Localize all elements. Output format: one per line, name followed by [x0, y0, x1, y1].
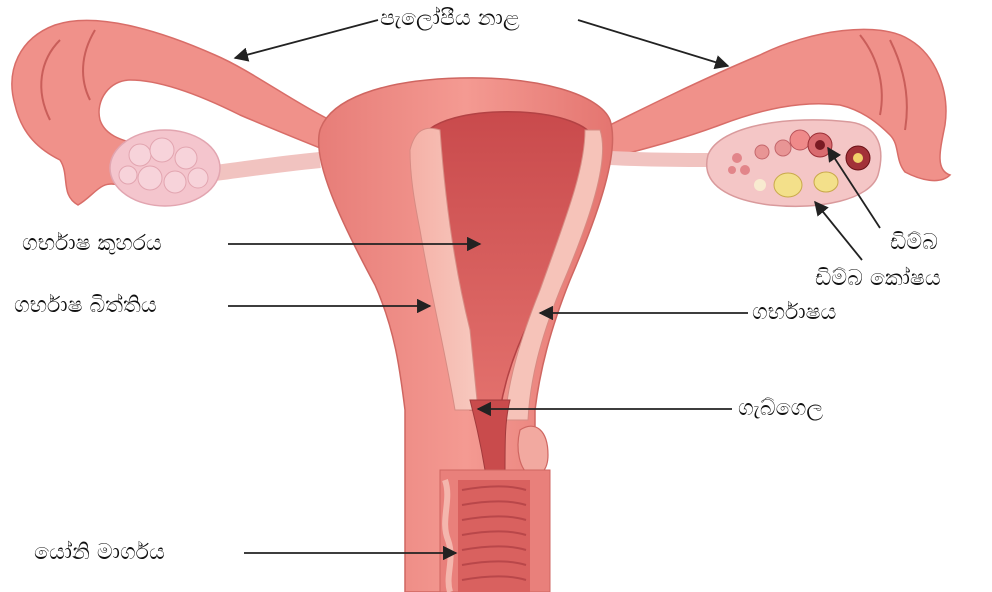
label-fallopian-tube: පැලෝපීය නාළ: [380, 8, 520, 30]
right-ovary: [707, 120, 881, 206]
arrow-fallopian-left: [235, 20, 378, 58]
label-cervix: ගැබ්ගෙල: [738, 398, 823, 420]
label-vagina: යෝනි මාර්ගය: [34, 542, 165, 564]
vagina-section: [440, 470, 550, 592]
label-uterine-wall: ගර්භාෂ බිත්තිය: [14, 295, 157, 317]
label-uterine-cavity: ගර්භාෂ කුහරය: [22, 233, 162, 255]
arrow-follicle: [815, 202, 862, 260]
right-ovarian-ligament: [610, 158, 710, 160]
left-ovary: [110, 130, 220, 206]
arrow-fallopian-right: [578, 20, 728, 66]
cervix-lip: [518, 426, 548, 475]
label-uterus: ගර්භාෂය: [752, 302, 836, 324]
label-follicle: ඩිම්බ කෝෂය: [815, 268, 941, 290]
label-ovum: ඩිම්බ: [890, 232, 938, 254]
